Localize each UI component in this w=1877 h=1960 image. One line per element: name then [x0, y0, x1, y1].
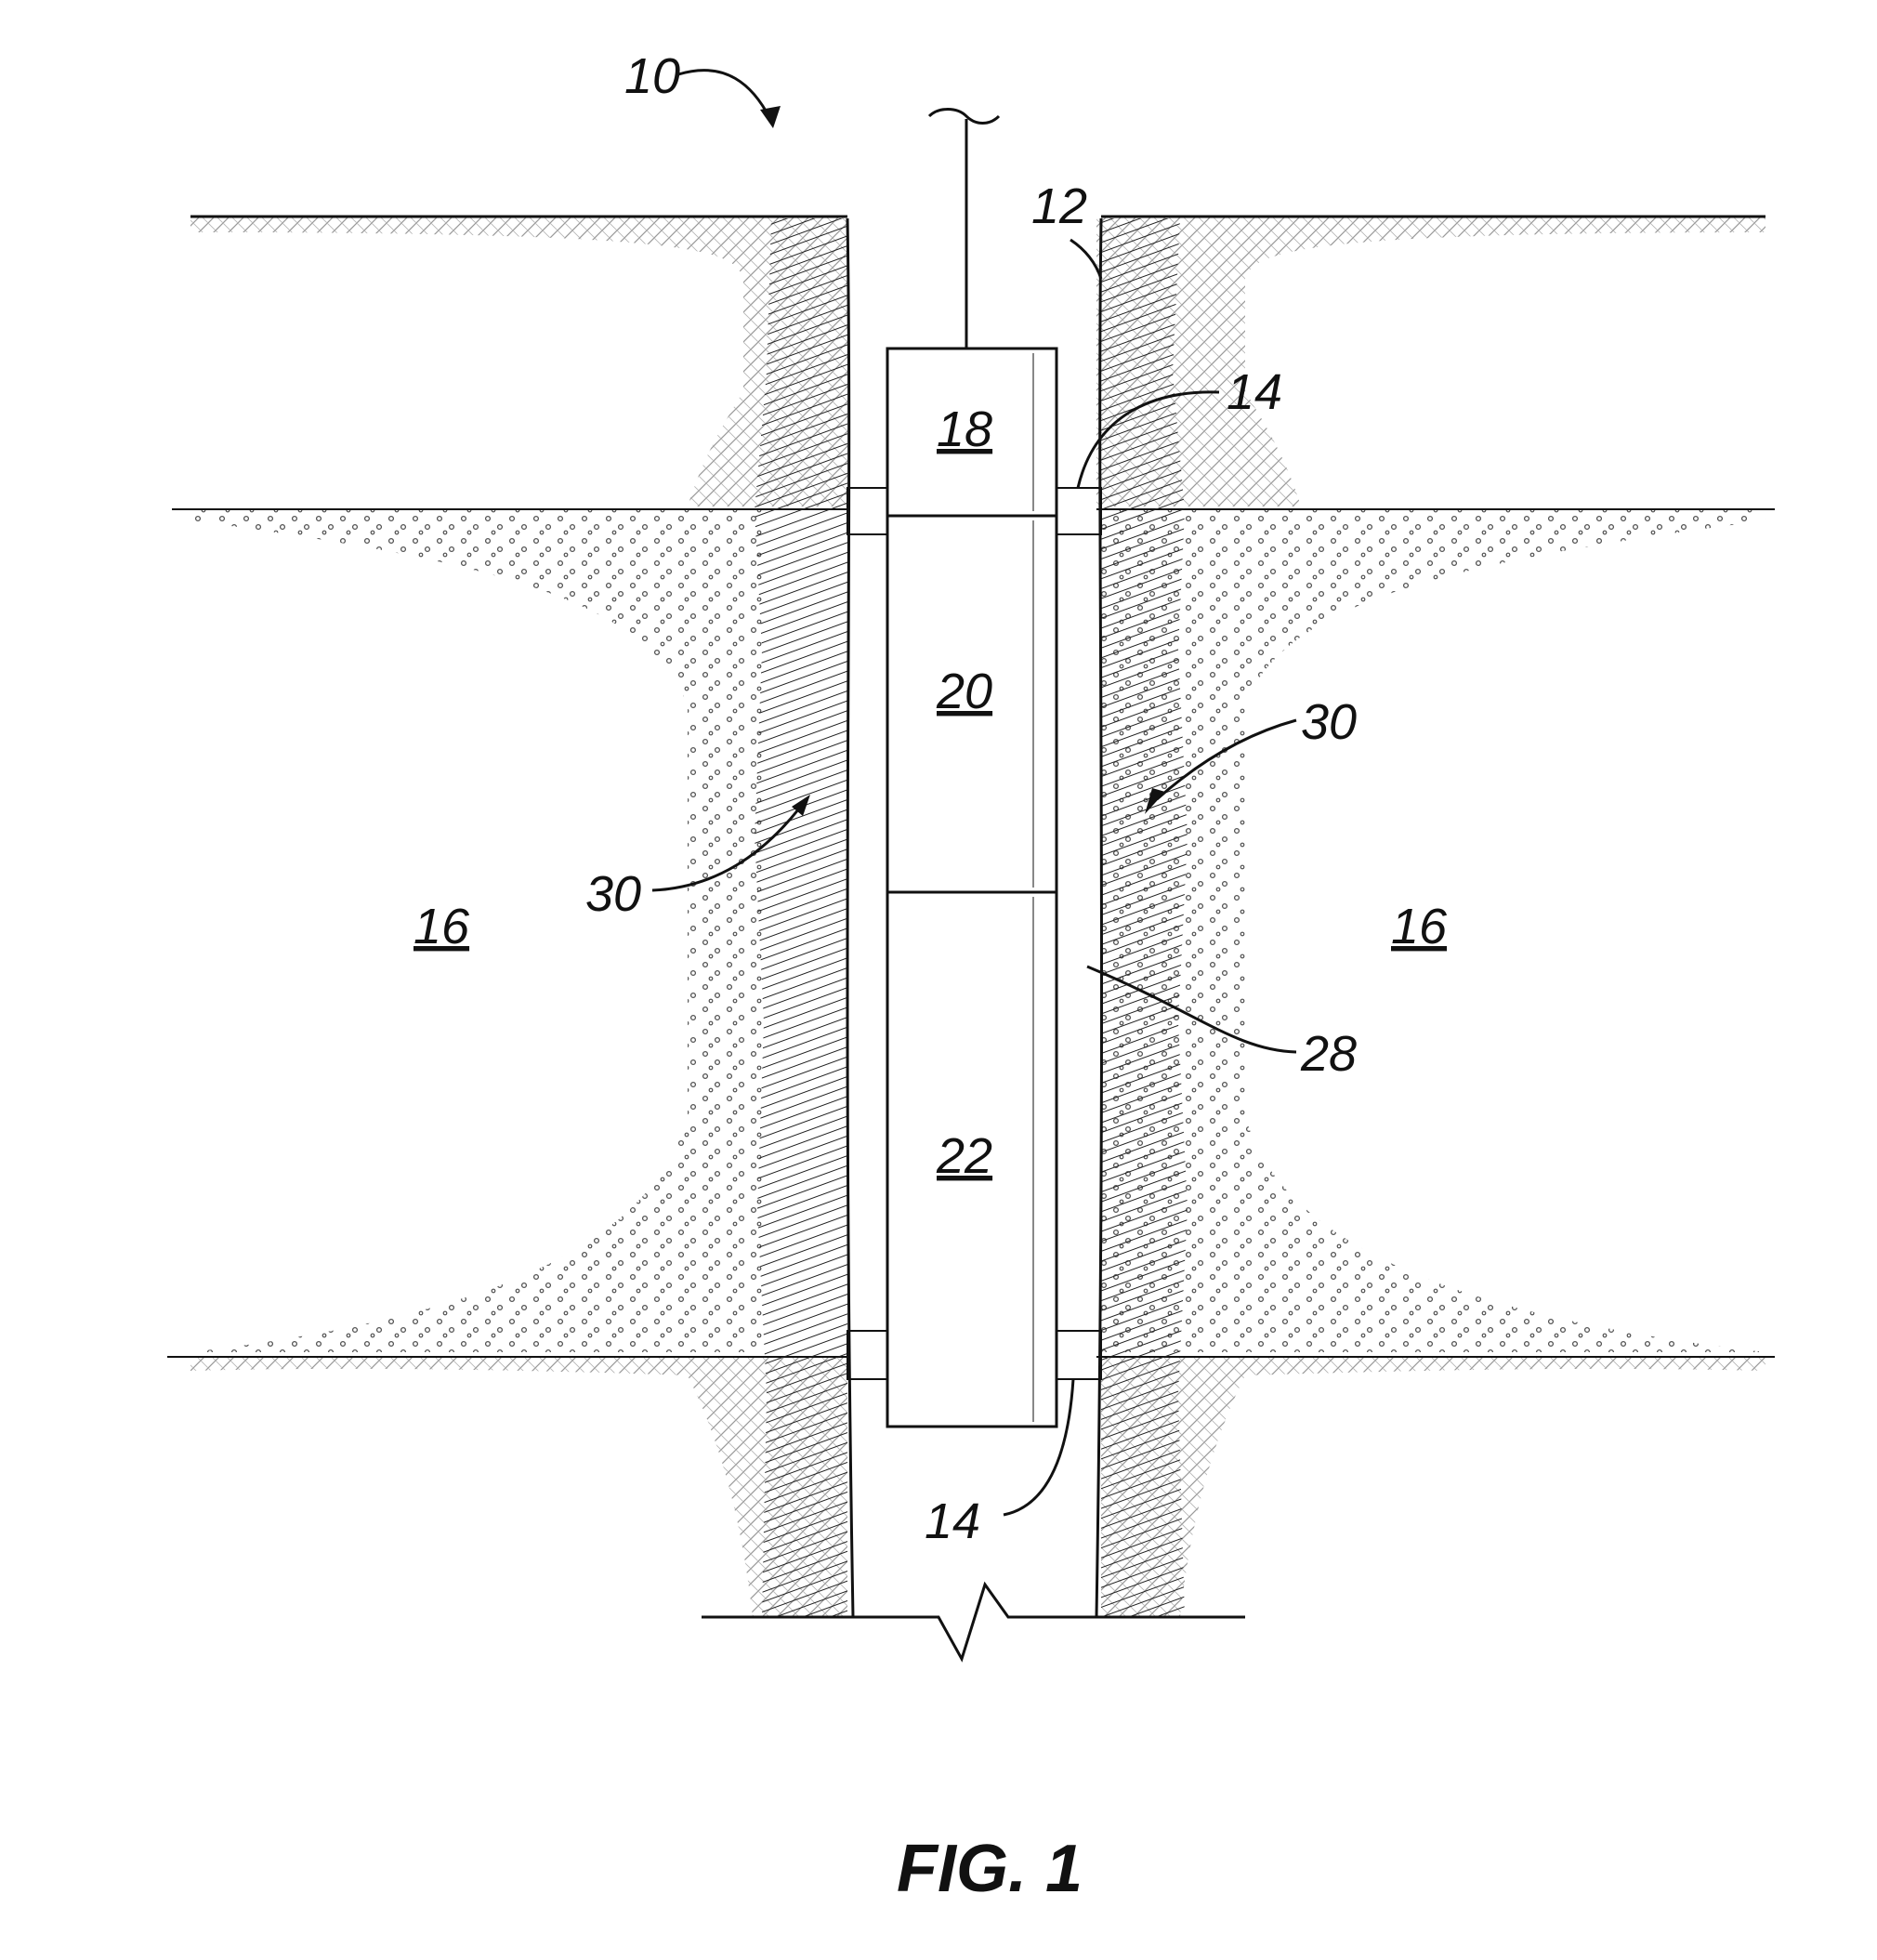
label-tool-upper: 18 [937, 401, 992, 457]
packer-upper-left [847, 488, 887, 534]
wellbore-wall-left [755, 218, 853, 1617]
upper-rock-layer [190, 217, 1765, 506]
label-formation-left: 16 [413, 899, 470, 954]
packer-lower-left [847, 1331, 887, 1379]
wireline [929, 110, 999, 349]
label-formation-right: 16 [1391, 899, 1448, 954]
packers [847, 488, 1101, 1379]
label-damaged-zone-left: 30 [585, 866, 641, 922]
label-tool-middle: 20 [936, 664, 992, 719]
label-tool-lower: 22 [936, 1128, 992, 1184]
lower-rock-layer [167, 1357, 1775, 1617]
label-packer-upper: 14 [1227, 364, 1282, 420]
figure-caption: FIG. 1 [897, 1832, 1083, 1906]
label-annulus: 28 [1300, 1026, 1357, 1082]
label-packer-lower: 14 [925, 1493, 980, 1549]
packer-lower-right [1057, 1331, 1101, 1379]
label-damaged-zone-right: 30 [1301, 694, 1357, 750]
label-system: 10 [624, 48, 680, 104]
label-wellbore: 12 [1031, 178, 1087, 234]
tool-string [887, 349, 1057, 1427]
formation-layer [172, 509, 1775, 1352]
packer-upper-right [1057, 488, 1101, 534]
